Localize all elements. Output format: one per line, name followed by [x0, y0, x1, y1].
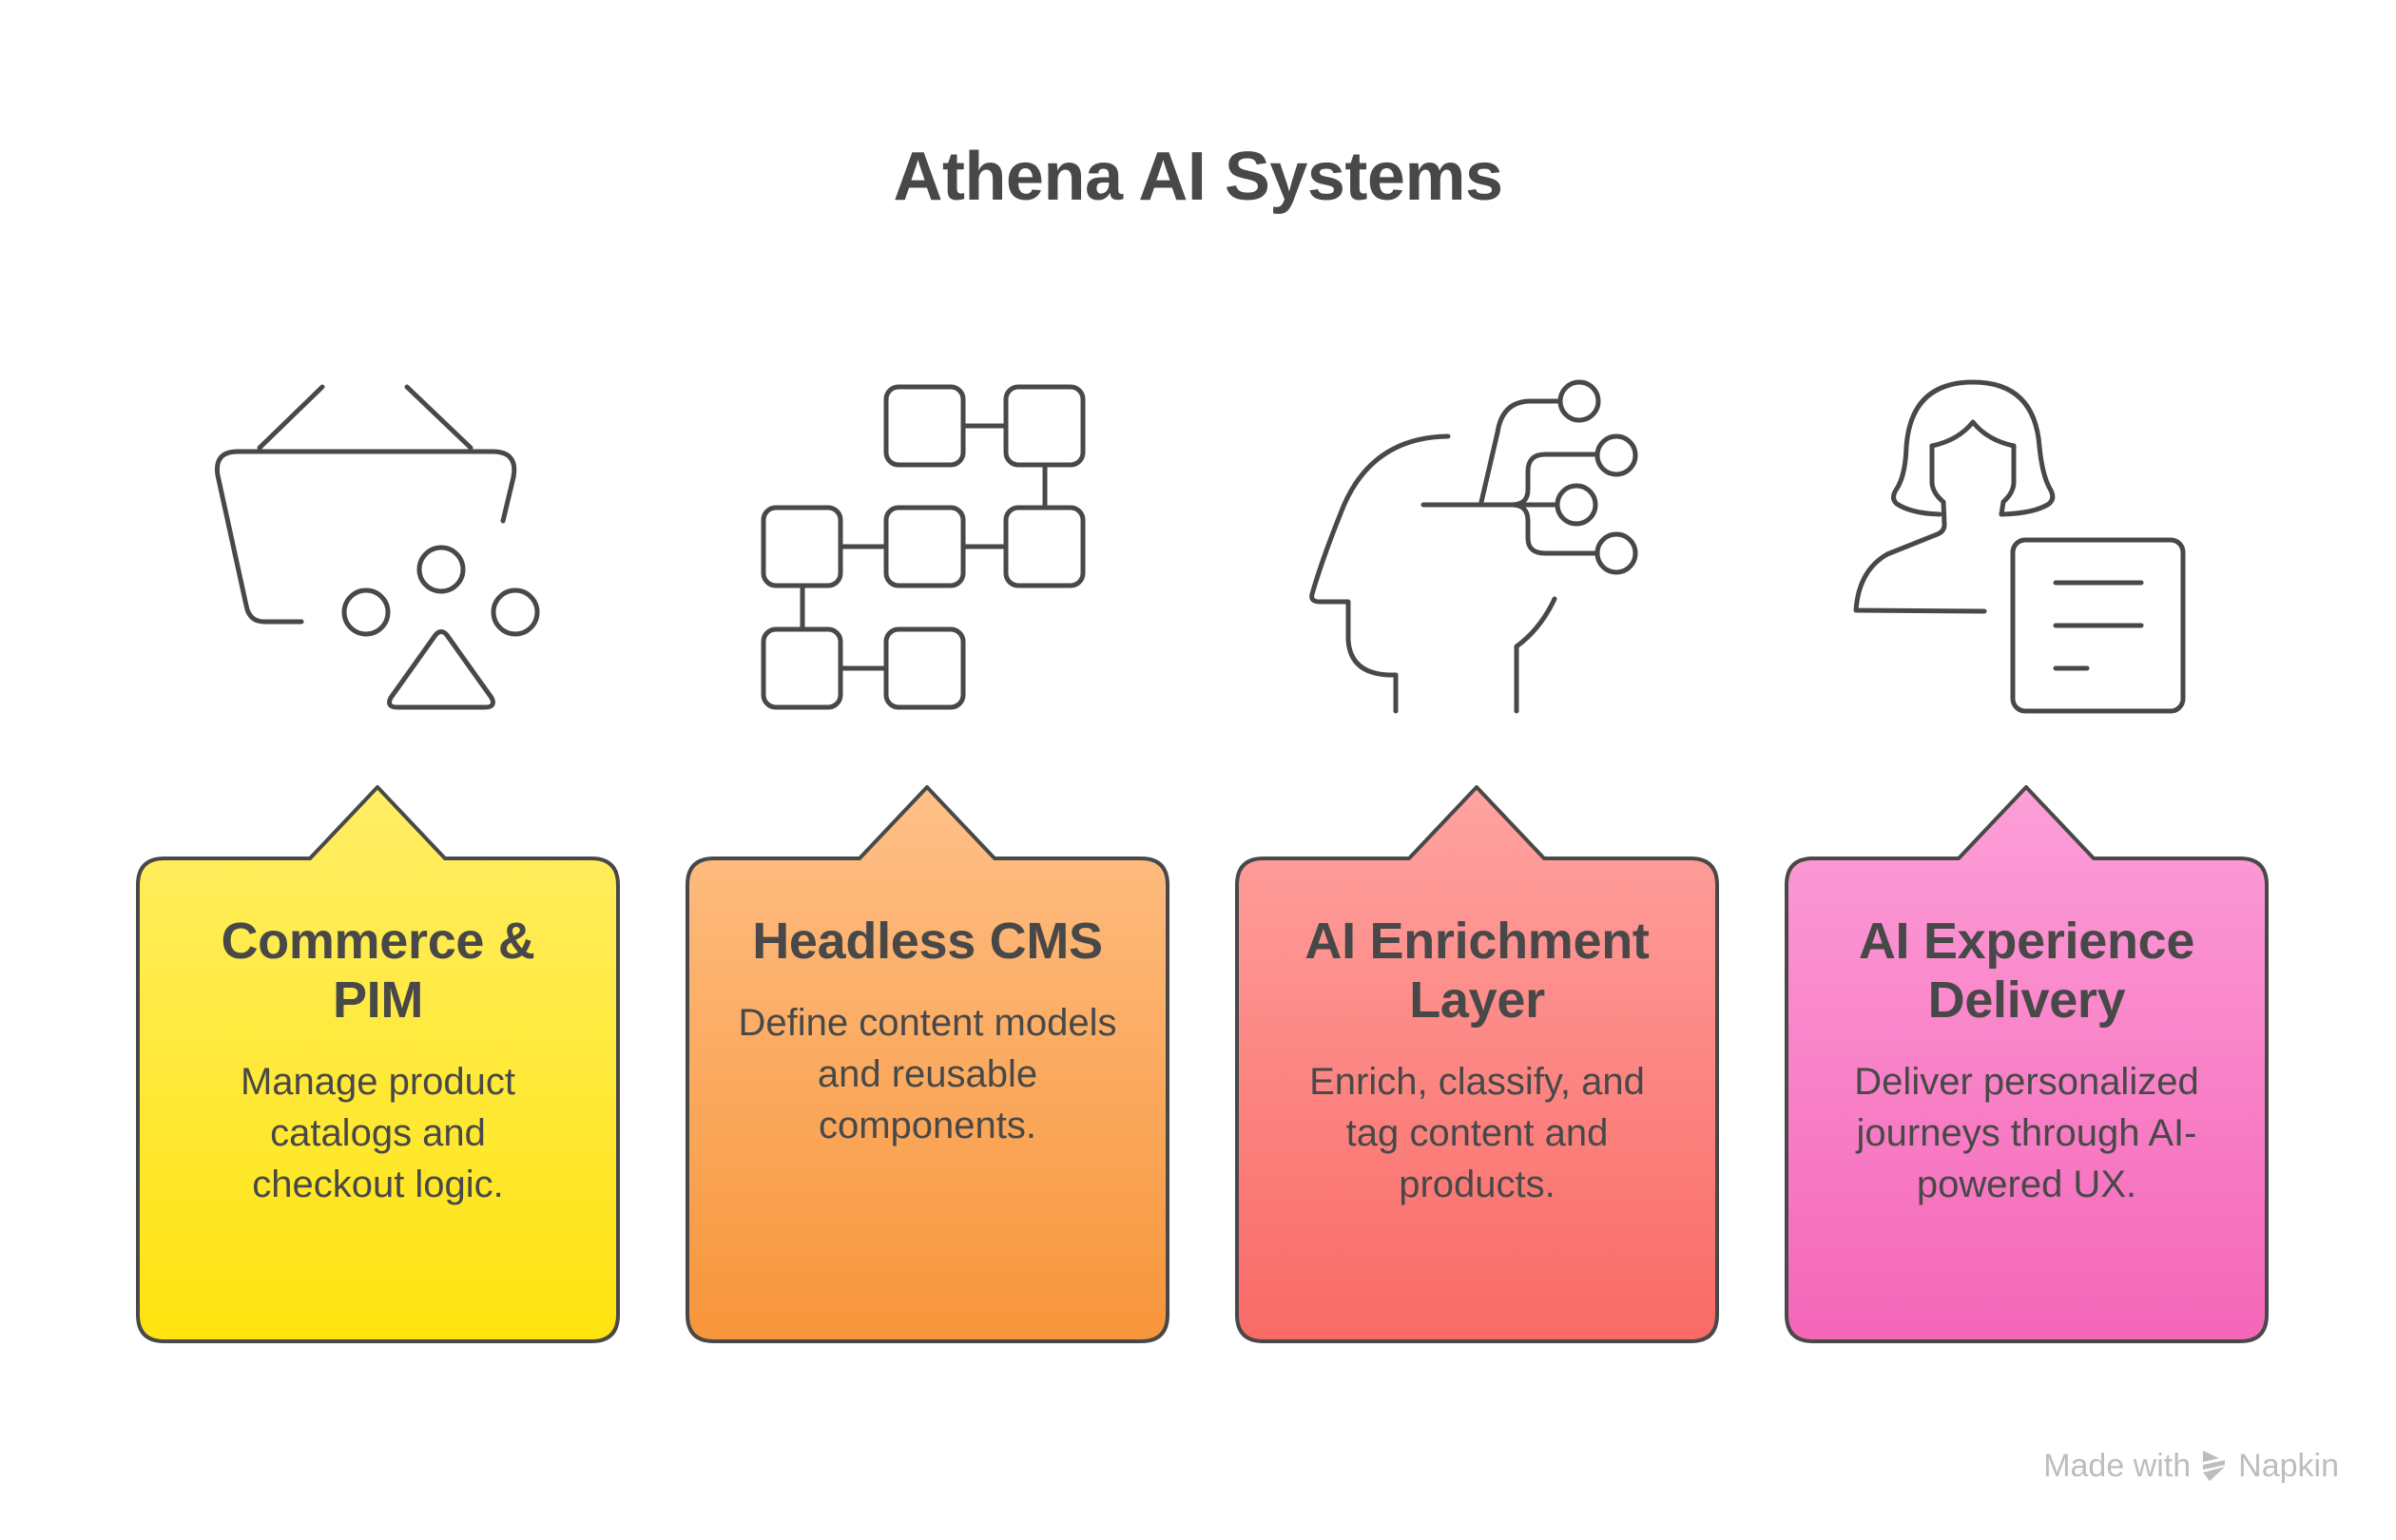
card-headless-cms: Headless CMS Define content models and r…	[686, 785, 1169, 1343]
watermark-brand: Napkin	[2238, 1448, 2339, 1484]
watermark-prefix: Made with	[2043, 1448, 2192, 1484]
card-description: Define content models and reusable compo…	[738, 1002, 1117, 1146]
card-description: Enrich, classify, and tag content and pr…	[1309, 1061, 1645, 1205]
card-background	[1785, 785, 2269, 1343]
card-description: Deliver personalized journeys through AI…	[1854, 1061, 2199, 1205]
head-circuit-icon	[1309, 379, 1638, 714]
person-document-icon	[1853, 379, 2186, 714]
napkin-logo-icon	[2203, 1451, 2226, 1481]
card-ai-enrichment-layer: AI Enrichment Layer Enrich, classify, an…	[1235, 785, 1719, 1343]
shopping-basket-shapes-icon	[214, 384, 540, 710]
card-background	[136, 785, 620, 1343]
diagram-title: Athena AI Systems	[893, 139, 1503, 215]
card-heading: AI Enrichment Layer	[1304, 913, 1650, 1029]
card-ai-experience-delivery: AI Experience Delivery Deliver personali…	[1785, 785, 2269, 1343]
card-description: Manage product catalogs and checkout log…	[240, 1061, 516, 1205]
made-with-napkin-watermark[interactable]: Made with Napkin	[2043, 1449, 2339, 1483]
card-background	[686, 785, 1169, 1343]
card-heading: Commerce & PIM	[221, 913, 535, 1029]
card-commerce-pim: Commerce & PIM Manage product catalogs a…	[136, 785, 620, 1343]
card-heading: Headless CMS	[752, 913, 1103, 970]
card-heading: AI Experience Delivery	[1858, 913, 2195, 1029]
connected-blocks-icon	[761, 384, 1086, 710]
card-background	[1235, 785, 1719, 1343]
